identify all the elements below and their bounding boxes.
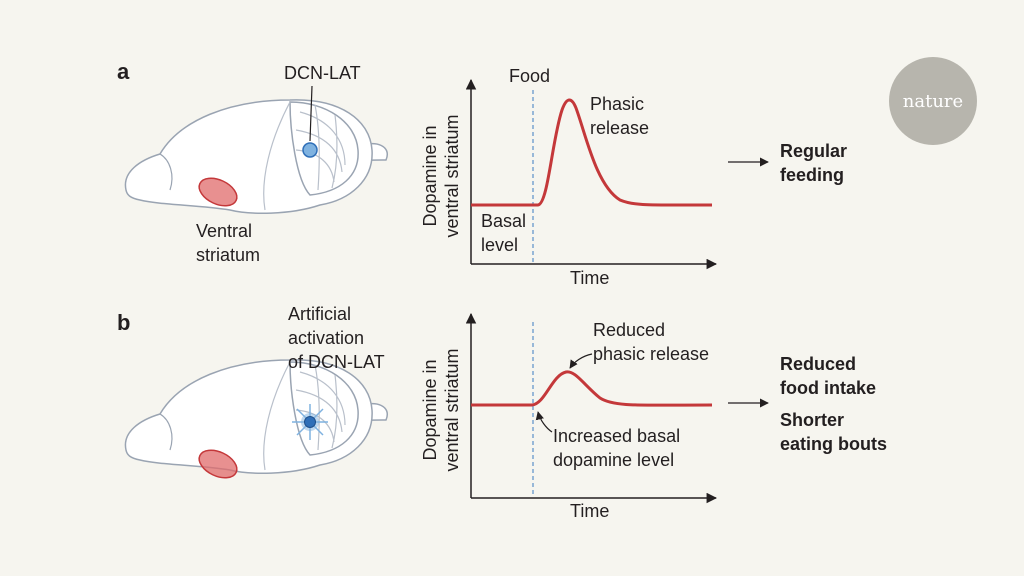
brain-illustration-b <box>124 359 389 475</box>
outcome-regular-feeding: Regular feeding <box>780 141 848 185</box>
dcn-lat-a <box>302 142 318 158</box>
y-axis-label-b: Dopamine in ventral striatum <box>420 348 462 472</box>
increased-basal-label: Increased basal dopamine level <box>553 426 681 470</box>
basal-level-label: Basal level <box>481 211 527 255</box>
dopamine-curve-b <box>471 370 713 407</box>
ventral-striatum-a <box>198 177 238 207</box>
dcn-lat-b <box>304 416 316 428</box>
brain-illustration-a <box>124 99 389 215</box>
panel-letter-b: b <box>117 310 131 335</box>
food-label: Food <box>509 66 551 86</box>
dcn-lat-pointer-a <box>309 85 313 142</box>
ventral-striatum-label: Ventral striatum <box>196 221 261 265</box>
outcome-shorter-eating-bouts: Shorter eating bouts <box>780 410 887 454</box>
increased-basal-pointer <box>535 411 553 433</box>
nature-logo-text: nature <box>902 90 964 112</box>
x-axis-label-b: Time <box>570 501 610 521</box>
reduced-phasic-release-label: Reduced phasic release <box>593 320 710 364</box>
y-axis-label-a: Dopamine in ventral striatum <box>420 114 462 238</box>
x-axis-label-a: Time <box>570 268 610 288</box>
phasic-release-label: Phasic release <box>590 94 650 138</box>
dcn-lat-label: DCN-LAT <box>284 63 361 83</box>
reduced-release-pointer <box>569 353 593 369</box>
outcome-reduced-food-intake: Reduced food intake <box>780 354 877 398</box>
artificial-activation-label: Artificial activation of DCN-LAT <box>288 304 385 372</box>
dopamine-curve-a <box>471 98 713 207</box>
nature-logo: nature <box>889 57 977 145</box>
ventral-striatum-b <box>198 449 238 479</box>
panel-letter-a: a <box>117 59 130 84</box>
